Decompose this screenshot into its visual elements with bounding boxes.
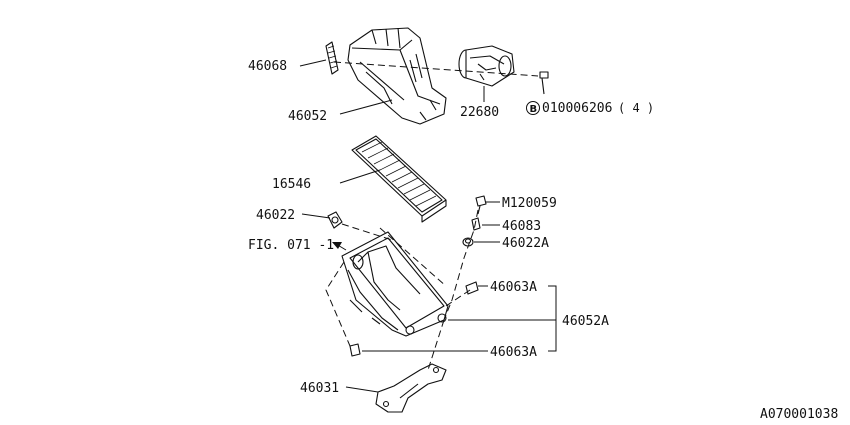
clip-46063A-top — [465, 281, 479, 295]
air-flow-meter-22680 — [458, 45, 515, 87]
leader-lines — [299, 59, 557, 393]
assembly-line-bracket — [427, 319, 445, 371]
air-filter-element-16546 — [351, 135, 447, 223]
label-46052: 46052 — [288, 109, 327, 124]
label-fig-ref: FIG. 071 -1 — [248, 238, 334, 253]
assembly-line-clip — [341, 223, 393, 241]
label-bolt-code: 010006206 — [542, 101, 612, 116]
bolt-010006206 — [539, 71, 549, 95]
grommet-46022A — [462, 237, 474, 247]
label-46063A-bottom: 46063A — [490, 345, 537, 360]
label-46052A: 46052A — [562, 314, 609, 329]
bolt-b-marker: B — [526, 101, 540, 115]
collar-46083 — [471, 217, 481, 231]
fig-reference-arrow — [332, 242, 347, 251]
seal-gasket-46068 — [325, 41, 339, 75]
label-16546: 16546 — [272, 177, 311, 192]
clip-46022 — [327, 211, 343, 229]
bolt-marker-letter: B — [530, 104, 538, 115]
assembly-line-filter — [379, 227, 447, 287]
clip-46063A-bottom — [349, 343, 361, 357]
label-46063A-top: 46063A — [490, 280, 537, 295]
assembly-line-left — [325, 261, 351, 347]
assembly-line-bolt — [443, 209, 479, 321]
assembly-line-right — [445, 289, 471, 307]
label-46022: 46022 — [256, 208, 295, 223]
label-46031: 46031 — [300, 381, 339, 396]
bolt-m120059 — [475, 195, 487, 215]
air-cleaner-lower-case — [341, 231, 449, 337]
assembly-line-top — [333, 61, 539, 77]
label-m120059: M120059 — [502, 196, 557, 211]
label-46022A: 46022A — [502, 236, 549, 251]
label-46083: 46083 — [502, 219, 541, 234]
drawing-number: A070001038 — [760, 407, 838, 422]
label-bolt-qty: ( 4 ) — [618, 101, 654, 115]
label-22680: 22680 — [460, 105, 499, 120]
air-cleaner-upper-case — [347, 27, 447, 125]
label-46068: 46068 — [248, 59, 287, 74]
bracket-46031 — [375, 363, 447, 413]
